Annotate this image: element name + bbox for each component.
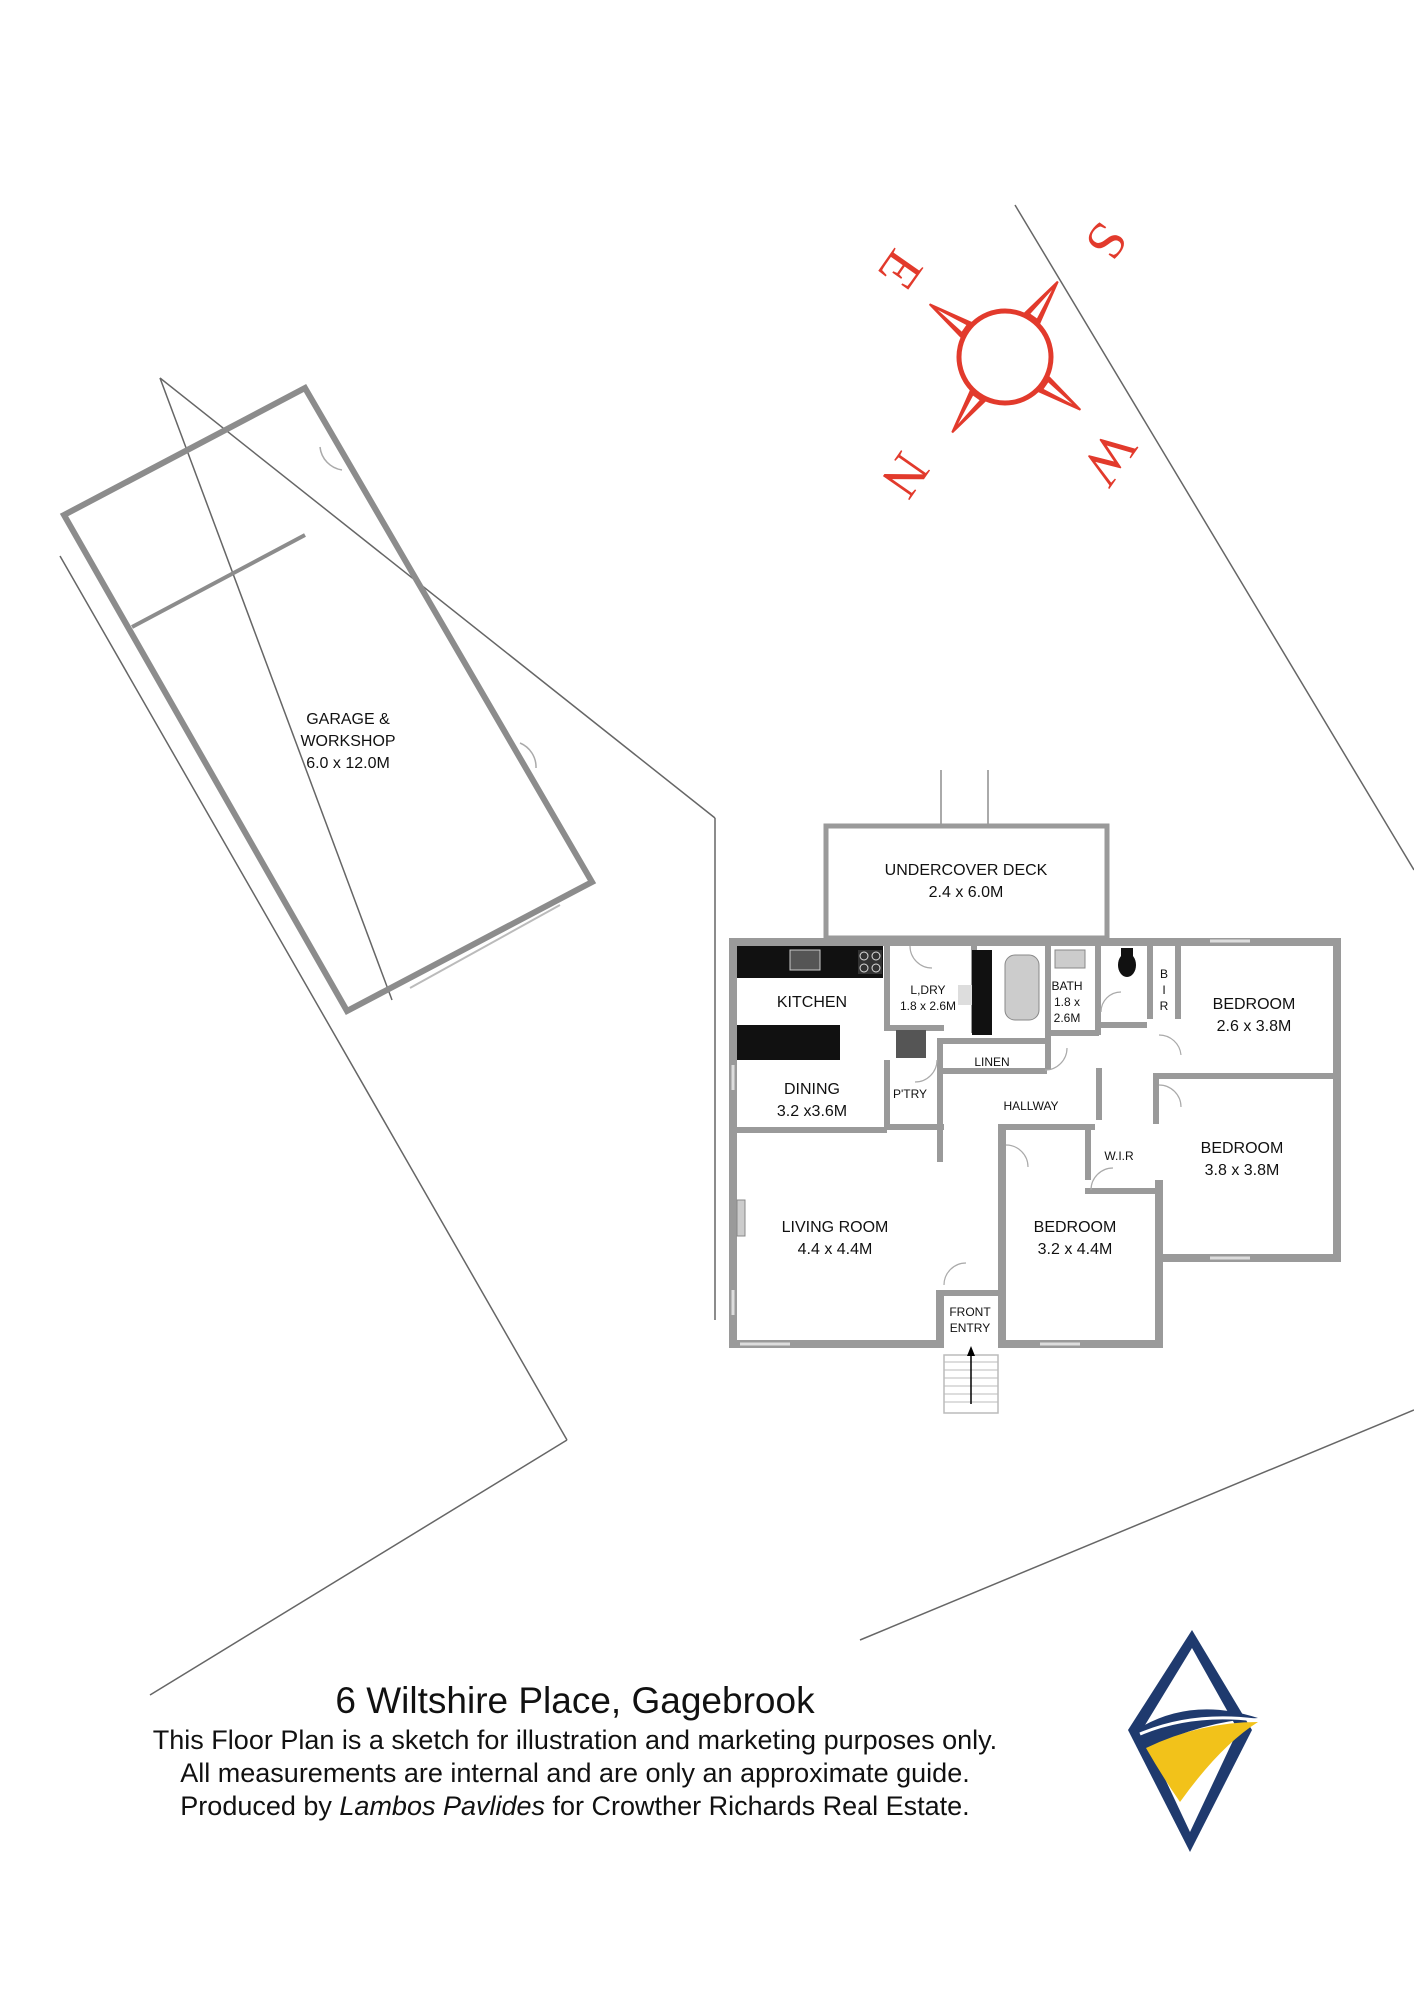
bath-size-line1: 1.8 x [1054,995,1080,1009]
laundry-size: 1.8 x 2.6M [900,999,956,1013]
producer-suffix: for Crowther Richards Real Estate. [545,1791,970,1821]
wir-label: W.I.R [1104,1149,1134,1163]
disclaimer-line2: All measurements are internal and are on… [180,1758,970,1788]
bedroom1-label: BEDROOM [1213,996,1296,1013]
property-boundary [59,204,1414,1696]
front-stairs [943,1346,999,1414]
garage-label-line2: WORKSHOP [300,733,395,750]
wet-area-fixtures [958,948,1136,1035]
kitchen-benches [737,946,926,1060]
deck-label: UNDERCOVER DECK [885,862,1048,879]
caption-block: 6 Wiltshire Place, Gagebrook This Floor … [0,1678,1150,1823]
compass-north-label: N [870,442,942,508]
undercover-deck [823,770,1110,941]
fireplace [736,1199,746,1237]
producer-prefix: Produced by [180,1791,340,1821]
disclaimer-line1: This Floor Plan is a sketch for illustra… [152,1725,998,1755]
bedroom3-size: 3.2 x 4.4M [1038,1241,1113,1258]
door-swings [909,945,1182,1286]
living-size: 4.4 x 4.4M [798,1241,873,1258]
living-label: LIVING ROOM [782,1219,889,1236]
bedroom2-size: 3.8 x 3.8M [1205,1162,1280,1179]
kitchen-label: KITCHEN [777,994,847,1011]
compass-south-label: S [1073,212,1139,271]
garage-size: 6.0 x 12.0M [306,755,390,772]
compass-west-label: W [1070,420,1148,496]
property-address: 6 Wiltshire Place, Gagebrook [335,1680,815,1721]
producer-line: Produced by Lambos Pavlides for Crowther… [0,1790,1150,1823]
pantry-label: P'TRY [893,1087,927,1101]
bath-size-line2: 2.6M [1054,1011,1081,1025]
hallway-label: HALLWAY [1003,1099,1058,1113]
bedroom1-size: 2.6 x 3.8M [1217,1018,1292,1035]
linen-label: LINEN [974,1055,1009,1069]
real-estate-logo [1128,1630,1258,1852]
bir-label-r: R [1160,999,1169,1013]
bir-label-b: B [1160,967,1168,981]
compass-east-label: E [867,239,935,300]
bedroom2-label: BEDROOM [1201,1140,1284,1157]
garage-building [59,384,597,1016]
compass-rose [928,280,1082,434]
entry-label-line2: ENTRY [950,1321,990,1335]
windows [731,939,1250,1346]
garage-label-line1: GARAGE & [306,711,390,728]
deck-size: 2.4 x 6.0M [929,884,1004,901]
laundry-label: L,DRY [910,983,945,997]
entry-label-line1: FRONT [949,1305,991,1319]
dining-label: DINING [784,1081,840,1098]
bir-label-i: I [1162,983,1165,997]
producer-author: Lambos Pavlides [339,1791,546,1821]
dining-size: 3.2 x3.6M [777,1103,847,1120]
bedroom3-label: BEDROOM [1034,1219,1117,1236]
bath-label: BATH [1051,979,1082,993]
